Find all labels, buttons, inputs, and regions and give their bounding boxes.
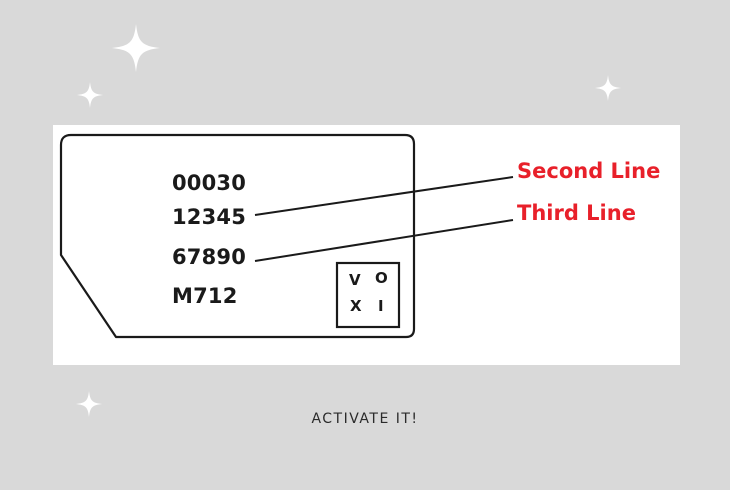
voxi-logo-letter: V xyxy=(349,271,361,289)
sim-card-panel: 00030 12345 67890 M712 V O X I Second Li… xyxy=(53,125,680,365)
caption-activate: ACTIVATE IT! xyxy=(311,411,419,427)
third-line-pointer xyxy=(254,219,514,262)
second-line-label: Second Line xyxy=(517,159,661,183)
voxi-logo-letter: O xyxy=(375,269,388,287)
sim-number-line-3: 67890 xyxy=(172,245,247,269)
sim-number-line-1: 00030 xyxy=(172,171,247,195)
second-line-pointer xyxy=(254,176,514,216)
voxi-logo-letter: X xyxy=(350,297,362,315)
sparkle-icon xyxy=(595,75,621,101)
sim-card-outline xyxy=(59,133,514,339)
sparkle-icon xyxy=(76,391,102,417)
voxi-logo-letter: I xyxy=(378,297,384,315)
sim-number-line-2: 12345 xyxy=(172,205,247,229)
sparkle-icon xyxy=(77,82,103,108)
sim-number-line-4: M712 xyxy=(172,284,238,308)
third-line-label: Third Line xyxy=(517,201,636,225)
voxi-logo-box xyxy=(335,261,401,329)
sparkle-icon xyxy=(112,24,160,72)
